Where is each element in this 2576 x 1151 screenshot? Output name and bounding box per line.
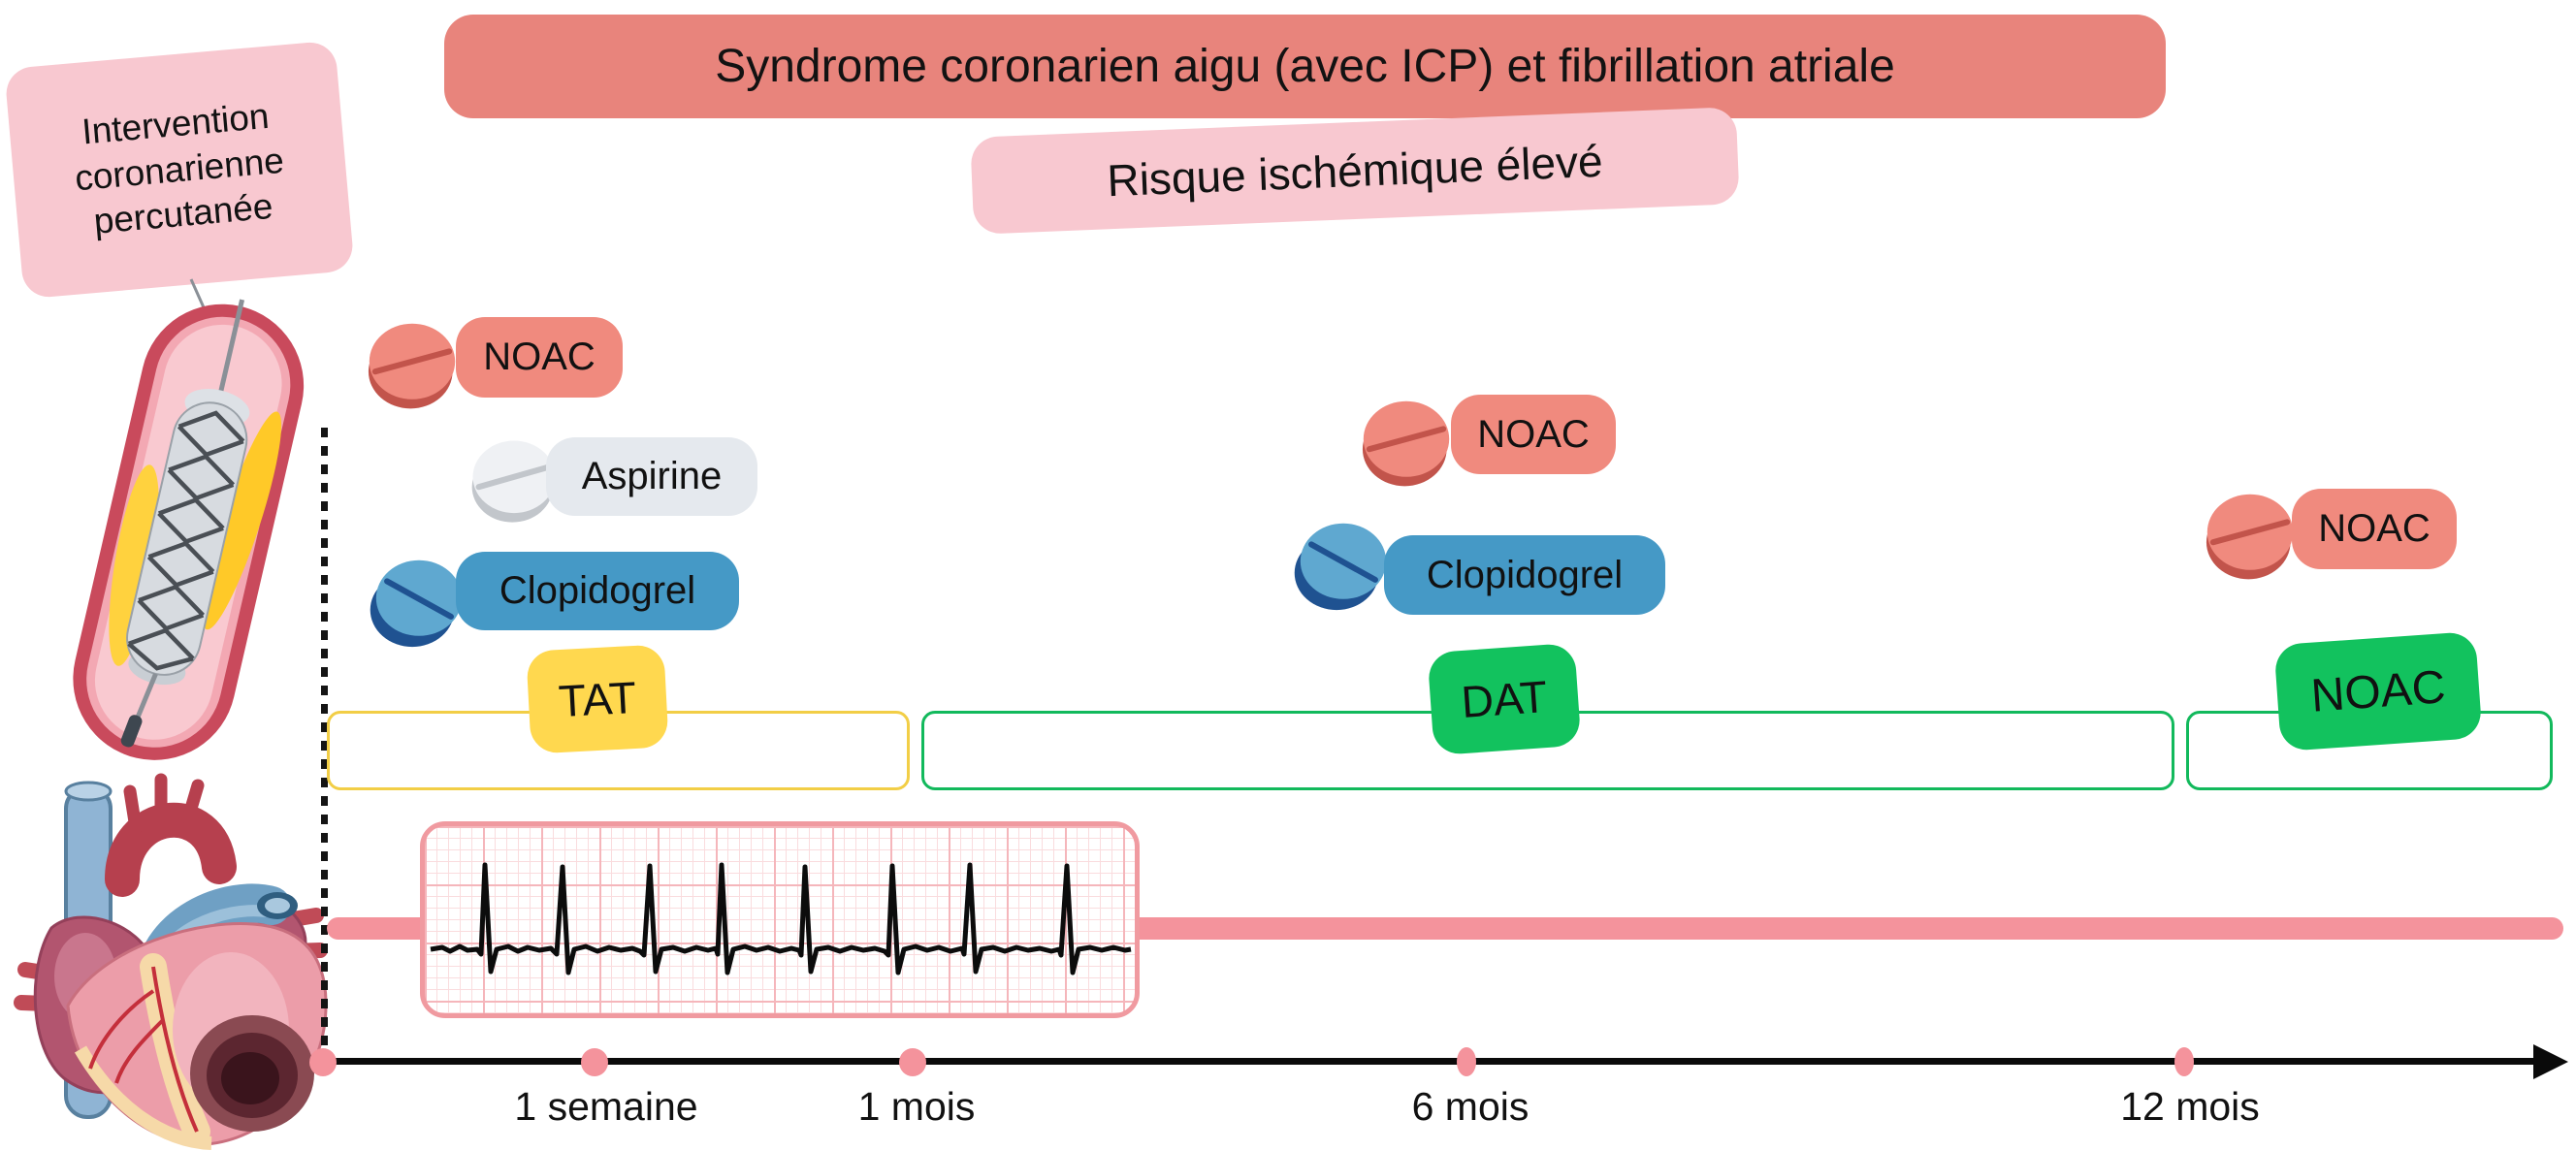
med-label-clopidogrel: Clopidogrel (456, 552, 739, 630)
timeline-dot-1-mois (899, 1048, 926, 1076)
phase-tag-noac: NOAC (2273, 630, 2483, 752)
med-label-noac: NOAC (1451, 395, 1616, 474)
noac-pill-icon (368, 323, 456, 409)
timeline-dot-12-mois (2174, 1047, 2194, 1076)
tick-label-12-mois: 12 mois (2120, 1084, 2260, 1129)
med-label-noac: NOAC (456, 317, 623, 398)
stent-artery-illustration (73, 299, 305, 760)
pci-callout-label: Intervention coronarienne percutanée (4, 40, 355, 300)
med-label-clopidogrel: Clopidogrel (1384, 535, 1665, 615)
timeline-dot-start (309, 1048, 337, 1076)
clopidogrel-pill-icon (1294, 523, 1387, 611)
med-label-aspirine: Aspirine (546, 437, 757, 516)
noac-pill-icon (1362, 400, 1450, 487)
timeline-dot-1-semaine (581, 1048, 608, 1076)
aspirin-pill-icon (471, 440, 556, 523)
clopidogrel-pill-icon (370, 560, 463, 648)
ecg-strip (420, 821, 1140, 1018)
timeline-arrowhead-icon (2533, 1044, 2568, 1079)
heart-illustration (14, 773, 328, 1150)
tick-label-6-mois: 6 mois (1411, 1084, 1530, 1129)
timeline-axis (323, 1058, 2539, 1065)
page-title: Syndrome coronarien aigu (avec ICP) et f… (444, 15, 2166, 118)
med-label-noac: NOAC (2292, 489, 2457, 569)
tick-label-1-mois: 1 mois (857, 1084, 976, 1129)
phase-tag-tat: TAT (526, 644, 669, 754)
noac-pill-icon (2206, 494, 2294, 580)
procedure-start-dotted-line (321, 428, 328, 1056)
phase-tag-dat: DAT (1427, 642, 1582, 756)
subtitle-risk-level: Risque ischémique élevé (970, 107, 1740, 235)
tick-label-1-semaine: 1 semaine (514, 1084, 698, 1129)
ecg-trace (430, 862, 1132, 975)
timeline-dot-6-mois (1457, 1047, 1476, 1076)
